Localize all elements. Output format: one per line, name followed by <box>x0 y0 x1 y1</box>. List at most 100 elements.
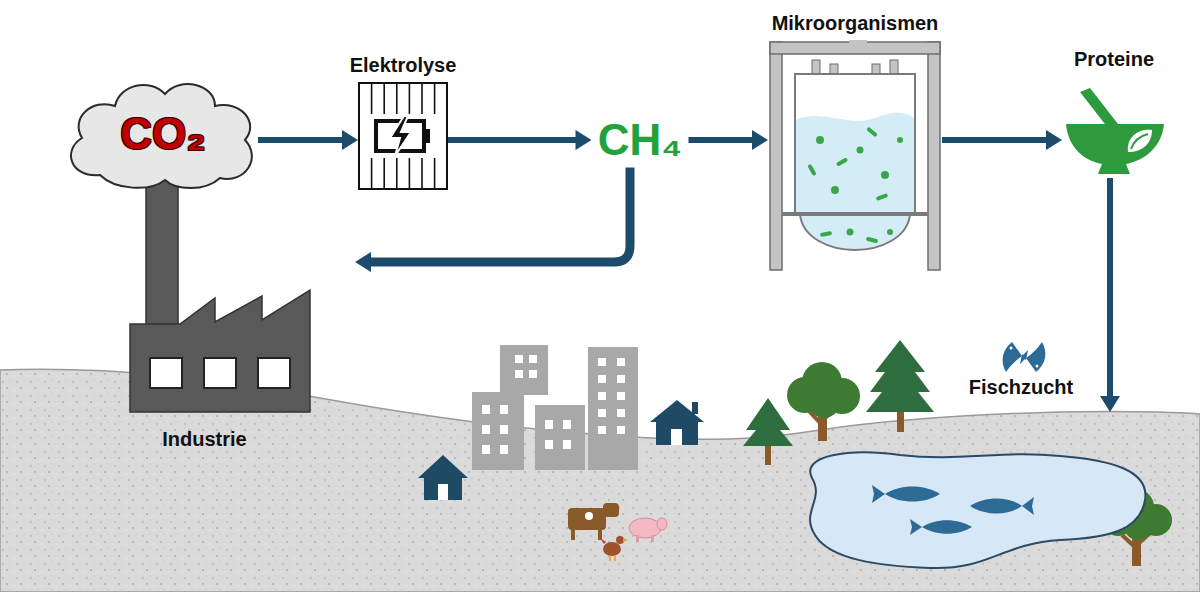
farm-animals-part <box>651 535 654 542</box>
arrow-line <box>1107 178 1113 398</box>
city-buildings-part-part <box>500 425 508 434</box>
flow-arrow <box>942 130 1062 150</box>
farm-animals-part <box>598 528 602 540</box>
fish-pond-part-part <box>885 487 940 502</box>
fish-pond-part-part <box>910 519 922 535</box>
city-buildings-part-part <box>482 425 490 434</box>
houses-part <box>418 455 468 500</box>
bioreactor-part-part <box>866 127 878 138</box>
factory-part <box>130 290 310 412</box>
farm-animals-part <box>614 555 616 561</box>
farm-animals-part <box>636 535 639 542</box>
fish-cycle-icon-part <box>1010 347 1013 350</box>
node-shape <box>790 412 1162 574</box>
farm-animals <box>568 503 667 561</box>
mortar-pestle-part <box>1131 134 1148 149</box>
diagram-node: Proteine <box>1062 86 1166 178</box>
factory <box>130 176 310 412</box>
arrow-head <box>1046 130 1062 150</box>
bioreactor-part-part <box>807 164 816 176</box>
factory-part <box>204 358 236 388</box>
arrow-line <box>942 137 1048 143</box>
fish-cycle-icon-part <box>1026 342 1045 372</box>
city-buildings-part-part <box>545 440 553 449</box>
city-buildings-part-part <box>598 409 606 417</box>
fish-pond-part-part <box>1022 497 1034 515</box>
arrow-line <box>258 137 344 143</box>
fish-pond <box>810 452 1145 568</box>
city-buildings-part-part <box>617 358 625 366</box>
node-shape <box>358 82 448 190</box>
bioreactor-part-part <box>847 229 854 236</box>
trees-part <box>866 340 934 412</box>
fish-cycle-icon-part <box>1003 342 1022 372</box>
flow-arrow <box>258 130 358 150</box>
node-heading: Proteine <box>1074 48 1154 70</box>
bioreactor-part <box>770 42 782 270</box>
bioreactor-part <box>928 42 940 270</box>
fish-pond-part-part <box>872 485 885 503</box>
electrolysis-cell-part <box>390 116 411 156</box>
bioreactor-part <box>807 127 903 244</box>
node-text: CH₄ <box>598 116 683 164</box>
factory-part <box>258 358 290 388</box>
city-buildings-part-part <box>598 375 606 383</box>
city-buildings-part-part <box>598 358 606 366</box>
mortar-pestle <box>1066 88 1164 174</box>
diagram-node: Elektrolyse <box>358 82 448 190</box>
city-buildings-part-part <box>545 420 553 429</box>
node-heading: Industrie <box>162 428 246 450</box>
node-shape <box>768 40 942 272</box>
node-shape <box>128 172 355 415</box>
fish-cycle-icon <box>1003 342 1046 372</box>
city-buildings-part <box>482 355 625 454</box>
flow-arrow <box>689 130 769 150</box>
bioreactor-part-part <box>820 231 833 237</box>
diagram-node: Industrie <box>128 172 355 415</box>
trees-part <box>897 410 904 432</box>
houses-part <box>692 402 698 414</box>
houses-part <box>650 400 704 445</box>
arrow-head <box>342 130 358 150</box>
farm-animals-part <box>603 542 621 556</box>
bioreactor-part <box>830 64 838 74</box>
fish-cycle-icon-part <box>1020 354 1026 364</box>
city-buildings-part <box>472 392 524 470</box>
bioreactor-part-part <box>876 193 889 201</box>
flow-arrow <box>1100 178 1120 412</box>
co2-cloud-part <box>71 84 252 188</box>
fish-cycle-icon-part <box>1036 365 1039 368</box>
fish-pond-part <box>872 485 1034 535</box>
bioreactor-part-part <box>866 237 879 244</box>
farm-animals-part <box>568 508 606 530</box>
electrolysis-cell-part <box>359 83 447 189</box>
bioreactor-part <box>800 214 910 250</box>
city-buildings-part-part <box>482 445 490 454</box>
farm-animals-part <box>603 503 619 517</box>
electrolysis-cell-part <box>370 114 436 158</box>
farm-animals-part <box>585 512 593 520</box>
node-heading: Elektrolyse <box>350 54 457 76</box>
bioreactor-part-part <box>857 147 864 154</box>
diagram-node: Fischzucht <box>790 412 1162 574</box>
arrow-line <box>689 137 755 143</box>
fish-pond-part <box>810 452 1145 568</box>
arrow-head <box>752 130 768 150</box>
farm-animals-part <box>629 518 661 538</box>
city-buildings-part-part <box>598 392 606 400</box>
diagram-node: Mikroorganismen <box>768 40 942 272</box>
bioreactor-part-part <box>881 171 889 179</box>
bioreactor <box>770 40 940 270</box>
mortar-pestle-part <box>1080 88 1118 128</box>
bioreactor-part-part <box>887 229 893 235</box>
city-buildings-part <box>588 347 638 470</box>
city-buildings-part-part <box>617 375 625 383</box>
city-buildings-part <box>535 405 585 470</box>
trees-part <box>743 398 793 446</box>
arrow-head <box>1100 396 1120 412</box>
farm-animals-part <box>609 555 611 561</box>
bioreactor-part-part <box>836 157 848 166</box>
city-buildings-part-part <box>563 440 571 449</box>
bioreactor-part <box>795 74 915 214</box>
farm-animals-part <box>571 528 575 540</box>
